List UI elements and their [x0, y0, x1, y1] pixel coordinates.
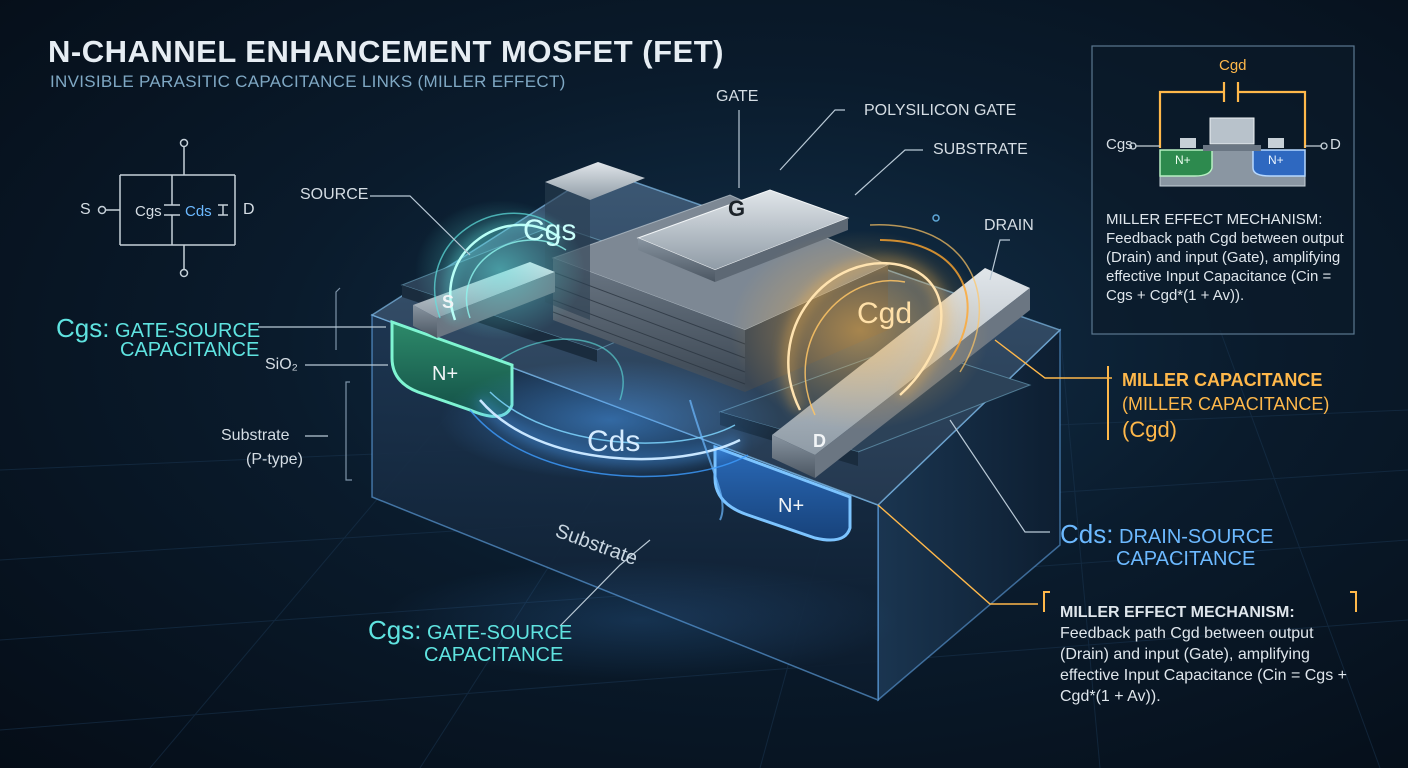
inset-mechanism-heading: MILLER EFFECT MECHANISM:	[1106, 211, 1323, 228]
schematic-circuit	[97, 138, 236, 278]
inset-mechanism-body: Feedback path Cgd between output (Drain)…	[1106, 230, 1344, 304]
source-label: SOURCE	[300, 186, 369, 203]
polysilicon-gate-label: POLYSILICON GATE	[864, 102, 1017, 119]
inset-mechanism-text: MILLER EFFECT MECHANISM: Feedback path C…	[1106, 210, 1348, 305]
cgs-glow-loops	[415, 200, 585, 340]
schematic-source-pin: S	[80, 201, 91, 218]
gate-label: GATE	[716, 88, 759, 105]
cds-callout: Cds: DRAIN-SOURCE	[1060, 519, 1274, 549]
page-subtitle: INVISIBLE PARASITIC CAPACITANCE LINKS (M…	[50, 72, 566, 91]
mechanism-body: Feedback path Cgd between output (Drain)…	[1060, 625, 1347, 705]
cgs-callout-top-line2: CAPACITANCE	[120, 339, 260, 361]
drain-label: DRAIN	[984, 217, 1034, 234]
schematic-cds-label: Cds	[185, 203, 212, 220]
cgs-callout-top: Cgs: GATE-SOURCE	[56, 313, 261, 343]
depth-brackets	[335, 287, 352, 481]
gate-metal	[636, 189, 850, 282]
cds-glow-loops	[440, 338, 780, 521]
mechanism-heading: MILLER EFFECT MECHANISM:	[1060, 604, 1295, 621]
cgs-callout-bottom-line1: GATE-SOURCE	[427, 622, 573, 644]
n-plus-source-label: N+	[432, 363, 459, 385]
mechanism-text-box: MILLER EFFECT MECHANISM: Feedback path C…	[1060, 602, 1350, 707]
miller-callout-line2: (MILLER CAPACITANCE)	[1122, 394, 1330, 414]
inset-panel	[1091, 45, 1355, 335]
n-plus-drain-region	[713, 444, 852, 542]
cgs-device-label: Cgs	[523, 214, 577, 247]
substrate-top-label: SUBSTRATE	[933, 141, 1028, 158]
n-plus-drain-label: N+	[778, 495, 805, 517]
substrate-ptype-label-line2: (P-type)	[246, 451, 303, 468]
cgs-callout-top-symbol: Cgs:	[56, 313, 110, 343]
inset-n-plus-right: N+	[1268, 153, 1284, 167]
source-terminal-label: S	[442, 292, 455, 312]
cds-device-label: Cds	[587, 425, 641, 458]
leader-lines	[258, 109, 1050, 627]
substrate-ptype-label-line1: Substrate	[221, 427, 290, 444]
miller-callout-line1: MILLER CAPACITANCE	[1122, 370, 1323, 390]
cgs-callout-bottom-symbol: Cgs:	[368, 615, 422, 645]
page-title: N-CHANNEL ENHANCEMENT MOSFET (FET)	[48, 34, 725, 69]
cgd-device-label: Cgd	[857, 297, 913, 330]
schematic-drain-pin: D	[243, 201, 255, 218]
inset-drain-pin: D	[1330, 136, 1341, 153]
inset-cgd-label: Cgd	[1219, 57, 1247, 74]
inset-cgs-label: Cgs	[1106, 136, 1133, 153]
drain-terminal-label: D	[813, 431, 826, 451]
miller-callout-line3: (Cgd)	[1122, 417, 1178, 442]
cds-callout-line2: CAPACITANCE	[1116, 548, 1256, 570]
cds-callout-symbol: Cds:	[1060, 519, 1114, 549]
cgs-callout-bottom: Cgs: GATE-SOURCE	[368, 615, 573, 645]
schematic-cgs-label: Cgs	[135, 203, 162, 220]
cgd-glow-loops	[730, 224, 990, 430]
cgs-callout-bottom-line2: CAPACITANCE	[424, 644, 564, 666]
cgs-callout-top-line1: GATE-SOURCE	[115, 320, 261, 342]
cds-callout-line1: DRAIN-SOURCE	[1119, 526, 1274, 548]
gate-terminal-label: G	[728, 196, 746, 221]
sio2-label: SiO₂	[265, 356, 298, 373]
inset-n-plus-left: N+	[1175, 153, 1191, 167]
orange-leaders	[877, 339, 1112, 605]
